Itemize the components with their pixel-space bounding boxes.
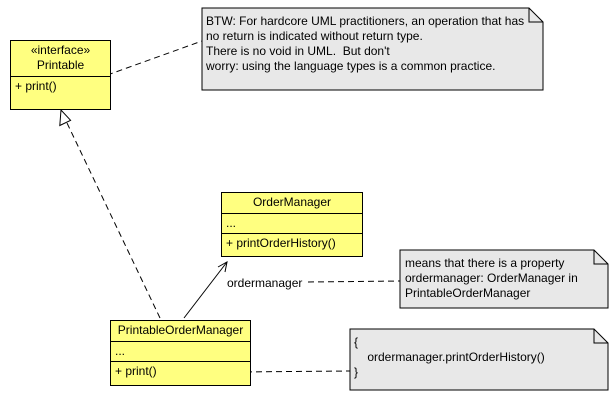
class-printable-name: Printable	[36, 58, 85, 72]
class-printable-order-manager-name: PrintableOrderManager	[111, 321, 250, 342]
note-property-shape	[399, 249, 609, 309]
class-printable: «interface» Printable + print()	[10, 40, 111, 110]
realization-hollow-arrowhead	[59, 108, 72, 127]
note-property-text: means that there is a property ordermana…	[405, 256, 578, 300]
association-line	[183, 261, 228, 319]
class-order-manager-attribute: ...	[226, 216, 237, 230]
class-printable-operation: + print()	[15, 79, 57, 93]
note-implementation-fold	[593, 329, 608, 344]
note-uml-void-shape	[201, 7, 544, 91]
class-order-manager-operations: + printOrderHistory()	[222, 234, 362, 253]
note-property-fold	[593, 250, 608, 265]
note-implementation-shape	[349, 328, 609, 391]
note-implementation-text: { ordermanager.printOrderHistory() }	[354, 335, 545, 379]
class-printable-operations: + print()	[11, 77, 110, 96]
class-printable-order-manager-operation: + print()	[115, 364, 157, 378]
association-role-label: ordermanager	[227, 276, 303, 290]
note-anchor-property	[307, 280, 401, 283]
association-open-arrowhead	[217, 261, 228, 273]
note-uml-void-text: BTW: For hardcore UML practitioners, an …	[206, 14, 525, 73]
note-uml-void-fold	[528, 8, 543, 23]
class-printable-order-manager-attribute: ...	[115, 344, 126, 358]
class-order-manager: OrderManager ... + printOrderHistory()	[221, 192, 363, 257]
class-order-manager-attributes: ...	[222, 214, 362, 234]
note-anchor-implementation	[235, 370, 351, 373]
class-order-manager-operation: + printOrderHistory()	[226, 236, 336, 250]
realization-line	[66, 122, 161, 319]
class-order-manager-name: OrderManager	[222, 193, 362, 214]
class-printable-order-manager: PrintableOrderManager ... + print()	[110, 320, 251, 386]
class-printable-order-manager-operations: + print()	[111, 362, 250, 381]
class-printable-header: «interface» Printable	[11, 41, 110, 77]
class-printable-order-manager-attributes: ...	[111, 342, 250, 362]
class-printable-stereotype: «interface»	[30, 43, 91, 57]
